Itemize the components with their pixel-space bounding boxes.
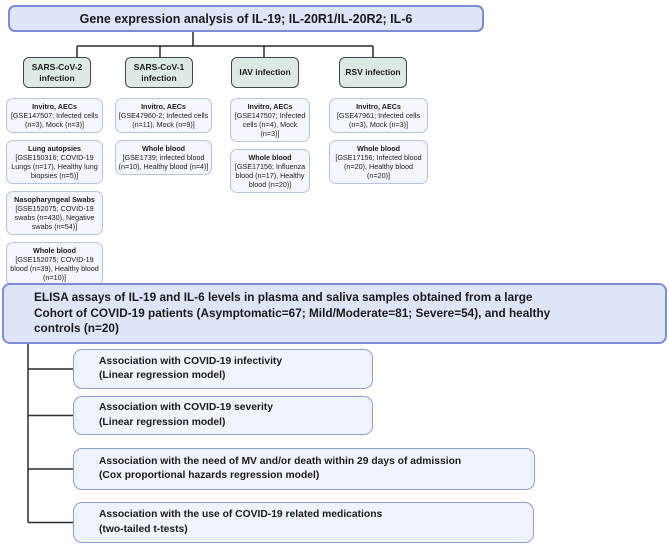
dataset-box-whole-blood: Whole blood [GSE17156; Influenza blood (…	[230, 149, 310, 193]
dataset-title: Lung autopsies	[27, 144, 82, 153]
dataset-box-whole-blood: Whole blood [GSE1739; infected blood (n=…	[115, 140, 212, 175]
analysis-title: Association with the use of COVID-19 rel…	[99, 509, 383, 521]
analysis-method: (Linear regression model)	[99, 416, 226, 428]
dataset-box-invitro-aecs: Invitro, AECs [GSE147507; Infected cells…	[230, 98, 310, 142]
elisa-line-2: Cohort of COVID-19 patients (Asymptomati…	[34, 305, 551, 320]
analysis-method: (two-tailed t-tests)	[99, 523, 188, 535]
dataset-detail: [GSE147507; Infected cells (n=3), Mock (…	[10, 111, 99, 129]
analysis-box-infectivity: Association with COVID-19 infectivity (L…	[73, 349, 373, 389]
branch-sars-cov-2: SARS-CoV-2 infection	[23, 57, 91, 88]
elisa-assays-box: ELISA assays of IL-19 and IL-6 levels in…	[2, 283, 667, 344]
dataset-column-rsv: Invitro, AECs [GSE47961; Infected cells …	[329, 98, 428, 184]
dataset-detail: [GSE47960-2; Infected cells (n=11), Mock…	[118, 111, 209, 129]
dataset-box-invitro-aecs: Invitro, AECs [GSE147507; Infected cells…	[6, 98, 103, 133]
analysis-method: (Cox proportional hazards regression mod…	[99, 470, 320, 481]
dataset-detail: [GSE1739; infected blood (n=10), Healthy…	[118, 153, 209, 171]
dataset-box-whole-blood: Whole blood [GSE17156; Infected blood (n…	[329, 140, 428, 184]
dataset-box-invitro-aecs: Invitro, AECs [GSE47960-2; Infected cell…	[115, 98, 212, 133]
analysis-box-severity: Association with COVID-19 severity (Line…	[73, 396, 373, 435]
dataset-detail: [GSE152075; COVID-19 blood (n=39), Healt…	[10, 255, 99, 282]
dataset-detail: [GSE150316; COVID-19 Lungs (n=17), Healt…	[11, 153, 98, 180]
elisa-line-1: ELISA assays of IL-19 and IL-6 levels in…	[34, 289, 533, 304]
dataset-title: Whole blood	[248, 153, 292, 162]
dataset-title: Whole blood	[356, 144, 401, 153]
branch-iav: IAV infection	[231, 57, 299, 88]
branch-label: SARS-CoV-2 infection	[31, 62, 83, 83]
branch-label: IAV infection	[239, 67, 291, 78]
dataset-title: Invitro, AECs	[141, 102, 186, 111]
analysis-title: Association with COVID-19 severity	[99, 402, 273, 414]
dataset-detail: [GSE147507; Infected cells (n=4), Mock (…	[234, 111, 306, 138]
analysis-box-mv-death: Association with the need of MV and/or d…	[73, 448, 535, 490]
analysis-title: Association with the need of MV and/or d…	[99, 455, 462, 467]
elisa-line-3: controls (n=20)	[34, 321, 119, 336]
branch-rsv: RSV infection	[339, 57, 407, 88]
branch-label: RSV infection	[345, 67, 401, 78]
dataset-box-whole-blood: Whole blood [GSE152075; COVID-19 blood (…	[6, 242, 103, 286]
dataset-column-sars-cov-2: Invitro, AECs [GSE147507; Infected cells…	[6, 98, 103, 286]
dataset-box-nasopharyngeal-swabs: Nasopharyngeal Swabs [GSE152075; COVID-1…	[6, 191, 103, 235]
dataset-title: Whole blood	[141, 144, 186, 153]
dataset-column-iav: Invitro, AECs [GSE147507; Infected cells…	[230, 98, 310, 193]
dataset-title: Nasopharyngeal Swabs	[14, 195, 95, 204]
dataset-detail: [GSE17156; Influenza blood (n=17), Healt…	[234, 162, 306, 189]
dataset-title: Invitro, AECs	[247, 102, 293, 111]
dataset-detail: [GSE152075; COVID-19 swabs (n=430), Nega…	[14, 204, 95, 231]
dataset-title: Whole blood	[32, 246, 77, 255]
dataset-title: Invitro, AECs	[32, 102, 77, 111]
branch-label: SARS-CoV-1 infection	[133, 62, 185, 83]
analysis-box-medications: Association with the use of COVID-19 rel…	[73, 502, 534, 543]
dataset-title: Invitro, AECs	[356, 102, 401, 111]
title-box-gene-expression: Gene expression analysis of IL-19; IL-20…	[8, 5, 484, 32]
dataset-detail: [GSE17156; Infected blood (n=20), Health…	[335, 153, 422, 180]
dataset-detail: [GSE47961; Infected cells (n=3), Mock (n…	[336, 111, 421, 129]
analysis-title: Association with COVID-19 infectivity	[99, 355, 283, 367]
analysis-method: (Linear regression model)	[99, 370, 226, 381]
page-title: Gene expression analysis of IL-19; IL-20…	[79, 11, 413, 26]
dataset-box-lung-autopsies: Lung autopsies [GSE150316; COVID-19 Lung…	[6, 140, 103, 184]
branch-sars-cov-1: SARS-CoV-1 infection	[125, 57, 193, 88]
dataset-column-sars-cov-1: Invitro, AECs [GSE47960-2; Infected cell…	[115, 98, 212, 175]
dataset-box-invitro-aecs: Invitro, AECs [GSE47961; Infected cells …	[329, 98, 428, 133]
